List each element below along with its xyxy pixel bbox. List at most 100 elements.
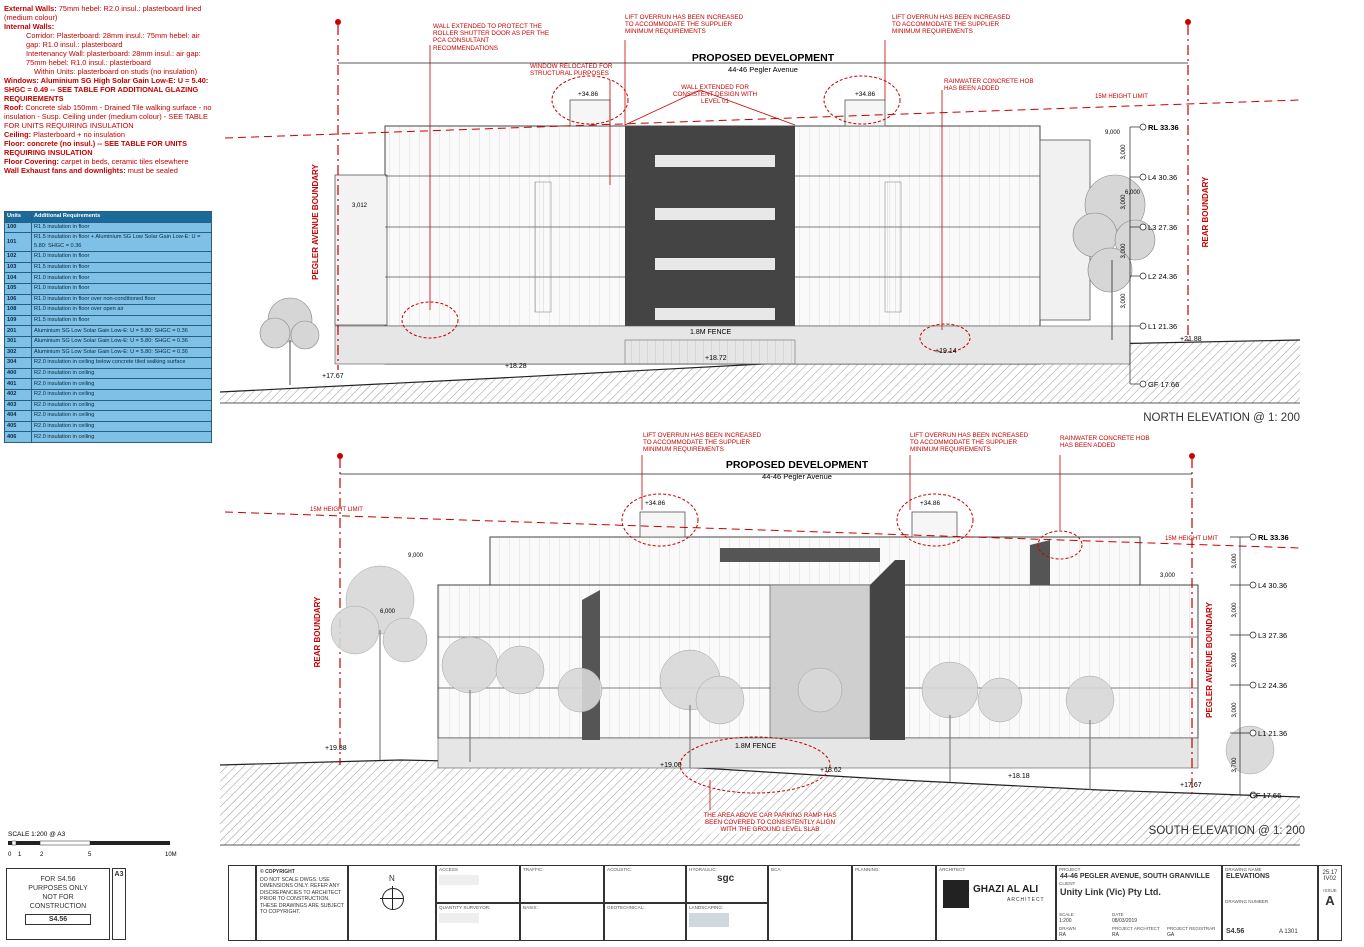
drawing-box: DRAWING NAME ELEVATIONS DRAWING NUMBER S…	[1222, 865, 1318, 941]
external-walls-label: External Walls:	[4, 4, 57, 13]
unit-requirement: R1.5 insulation in floor	[31, 314, 212, 327]
consultant-qs-label: QUANTITY SURVEYOR:	[439, 905, 491, 910]
drawing-name: ELEVATIONS	[1226, 873, 1270, 880]
consultant-basix: BASIX:	[520, 903, 604, 941]
south-level-5: GF 17.66	[1250, 791, 1281, 800]
south-height-limit-line	[224, 511, 1301, 549]
north-arrow-label: N	[389, 874, 395, 883]
south-level-3: L2 24.36	[1258, 681, 1287, 690]
scale-value-tb: 1:200	[1059, 918, 1072, 924]
consultant-bca-label: BCA:	[771, 867, 782, 872]
unit-requirement: R1.5 insulation in floor	[31, 261, 212, 274]
south-dim-3000: 3,000	[1160, 573, 1176, 579]
project-registrar-value: GA	[1167, 932, 1175, 938]
construction-notes: External Walls: 75mm hebel: R2.0 insul.:…	[4, 4, 214, 175]
north-spot-3: +18.28	[505, 363, 527, 370]
consultant-access-label: ACCESS	[439, 867, 458, 872]
windows-label: Windows:	[4, 76, 39, 85]
unit-requirement: R2.0 insulation in ceiling	[31, 388, 212, 401]
drawing-code: A 1301	[1279, 929, 1298, 935]
drawing-number-label: DRAWING NUMBER	[1225, 899, 1269, 904]
revision-strip	[228, 865, 256, 941]
south-dim-4: 3,700	[1232, 757, 1238, 773]
annotation-south-rainwater: RAINWATER CONCRETE HOB HAS BEEN ADDED	[1060, 435, 1150, 450]
north-spot-4: +18.72	[705, 355, 727, 362]
south-trees	[330, 565, 1275, 775]
unit-requirement: R1.5 insulation in floor + Aluminium SG …	[31, 232, 212, 253]
project-label: PROJECT	[1059, 867, 1081, 872]
south-lift-overrun-right	[911, 511, 958, 538]
floor-covering-label: Floor Covering:	[4, 157, 60, 166]
consultant-planning-label: PLANNING:	[855, 867, 880, 872]
annotation-wall-consistent: WALL EXTENDED FOR CONSISTENT DESIGN WITH…	[672, 84, 758, 106]
south-level-0: RL 33.36	[1258, 533, 1289, 542]
consultant-basix-label: BASIX:	[523, 905, 538, 910]
north-spot-6: +21.88	[1180, 336, 1202, 343]
unit-requirement: R1.0 insulation in floor over non-condit…	[31, 293, 212, 306]
north-building-left-wing	[334, 174, 388, 326]
annotation-parking: THE AREA ABOVE CAR PARKING RAMP HAS BEEN…	[700, 812, 840, 834]
north-spot-1: +34.86	[855, 91, 875, 98]
project-architect-label: PROJECT ARCHITECT	[1112, 926, 1160, 931]
external-walls-text: 75mm hebel: R2.0 insul.: plasterboard li…	[4, 4, 202, 22]
annotation-wall-extended: WALL EXTENDED TO PROTECT THE ROLLER SHUT…	[433, 23, 550, 52]
floor-covering-text: carpet in beds, ceramic tiles elsewhere	[61, 157, 189, 166]
internal-walls-units: Within Units: plasterboard on studs (no …	[34, 67, 198, 76]
south-spot-5: +18.18	[1008, 773, 1030, 780]
south-dim-9000: 9,000	[408, 553, 424, 559]
consultant-qs: QUANTITY SURVEYOR:	[436, 903, 520, 941]
consultant-bca: BCA:	[768, 865, 852, 941]
unit-requirement: R2.0 insulation in ceiling below concret…	[31, 357, 212, 369]
north-arrow-box: N	[348, 865, 436, 941]
south-dim-2: 3,000	[1232, 652, 1238, 668]
wall-exhaust-text: must be sealed	[127, 166, 178, 175]
north-proposed-title: PROPOSED DEVELOPMENT	[692, 52, 835, 64]
unit-requirement: R1.0 insulation in floor	[31, 282, 212, 295]
project-registrar-label: PROJECT REGISTRAR	[1167, 926, 1216, 931]
client-label: CLIENT	[1059, 881, 1076, 886]
north-proposed-subtitle: 44-46 Pegler Avenue	[728, 65, 798, 74]
south-level-markers	[1230, 533, 1257, 799]
south-dark-shading-left	[582, 590, 600, 740]
roof-label: Roof:	[4, 103, 24, 112]
copyright-box: © COPYRIGHT DO NOT SCALE DWGS. USE DIMEN…	[256, 865, 348, 941]
annotation-north-rainwater: RAINWATER CONCRETE HOB HAS BEEN ADDED	[944, 78, 1034, 93]
scale-tick-2: 2	[40, 852, 44, 858]
architect-logo-icon	[943, 880, 969, 908]
scale-tick-4: 10M	[165, 852, 177, 858]
unit-requirement: R2.0 insulation in ceiling	[31, 399, 212, 412]
south-level-1: L4 30.36	[1258, 581, 1287, 590]
unit-requirement: Aluminium SG Low Solar Gain Low-E: U = 5…	[31, 346, 212, 359]
date-value: 08/03/2019	[1112, 918, 1138, 924]
drawing-name-label: DRAWING NAME	[1225, 867, 1262, 872]
south-spot-3: +19.00	[660, 762, 682, 769]
consultant-traffic-label: TRAFFIC:	[523, 867, 544, 872]
job-number: 25.17	[1322, 870, 1338, 876]
south-dim-0: 3,000	[1232, 553, 1238, 569]
copyright-text: DO NOT SCALE DWGS. USE DIMENSIONS ONLY. …	[260, 877, 344, 916]
south-spot-6: +17.67	[1180, 782, 1202, 789]
issue-box: 25.17 IV02 ISSUE A	[1318, 865, 1342, 941]
client-name: Unity Link (Vic) Pty Ltd.	[1060, 887, 1161, 897]
consultant-landscaping: LANDSCAPING:	[686, 903, 768, 941]
internal-walls-label: Internal Walls:	[4, 22, 55, 31]
scale-tick-1: 1	[18, 852, 22, 858]
unit-requirement: R2.0 insulation in ceiling	[31, 378, 212, 390]
north-arrow-icon	[382, 888, 404, 910]
south-lift-overrun-left	[639, 511, 686, 538]
architect-label: ARCHITECT	[939, 867, 966, 872]
unit-requirement: R1.0 insulation in floor over open air	[31, 304, 212, 316]
floor-label: Floor:	[4, 139, 25, 148]
south-dim-6000: 6,000	[380, 609, 396, 615]
ceiling-label: Ceiling:	[4, 130, 32, 139]
sheet-size: A3	[112, 868, 126, 940]
